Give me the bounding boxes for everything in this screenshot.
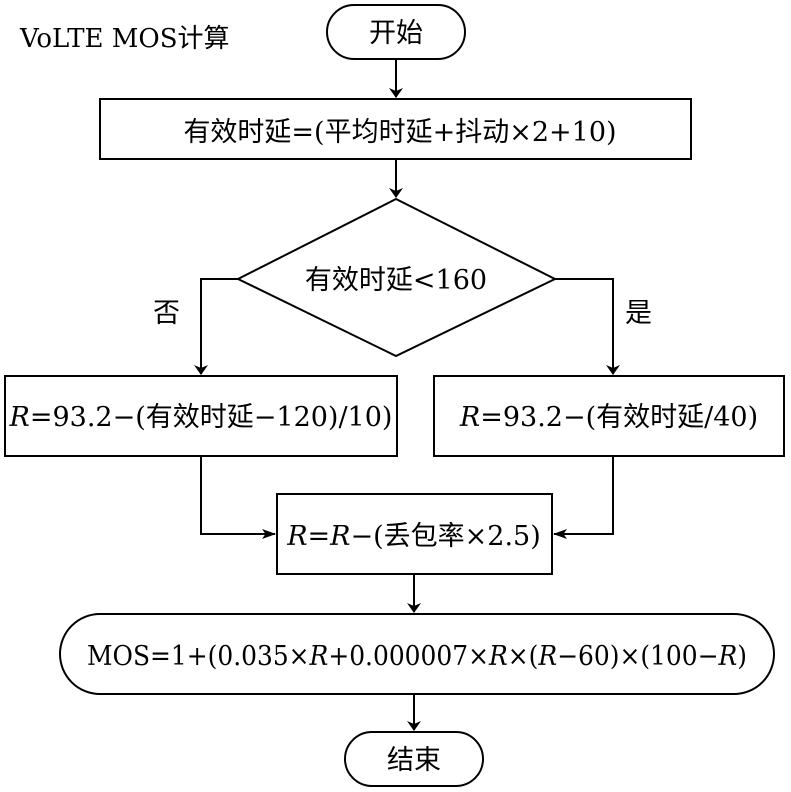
r-no-box: R=93.2−(有效时延−120)/10): [4, 375, 398, 457]
r-loss-box: R=R−(丢包率×2.5): [276, 493, 553, 575]
end-node: 结束: [344, 731, 484, 787]
mos-part-1: MOS=1+(0.035×: [87, 641, 310, 672]
r-loss-formula: R=R−(丢包率×2.5): [286, 521, 541, 552]
mos-node: MOS=1+(0.035×R+0.000007×R×(R−60)×(100−R): [59, 613, 775, 695]
branch-no-label: 否: [153, 298, 180, 329]
decision-node: 有效时延<160: [235, 197, 558, 358]
start-node: 开始: [326, 4, 466, 60]
effective-delay-label: 有效时延=(平均时延+抖动×2+10): [183, 117, 616, 148]
r-loss-var1: R: [286, 521, 307, 552]
branch-yes-label: 是: [625, 298, 652, 329]
r-loss-rest: −(丢包率×2.5): [351, 521, 541, 552]
effective-delay-box: 有效时延=(平均时延+抖动×2+10): [99, 98, 692, 160]
mos-part-5: ): [737, 641, 747, 672]
diagram-caption: VoLTE MOS计算: [20, 24, 230, 54]
r-yes-formula: R=93.2−(有效时延/40): [459, 402, 758, 433]
decision-label: 有效时延<160: [305, 265, 487, 296]
r-loss-eq: =: [308, 521, 331, 552]
arrow-no-branch: [194, 278, 238, 375]
end-label: 结束: [387, 745, 441, 776]
r-yes-rest: =93.2−(有效时延/40): [480, 402, 758, 433]
arrow-yes-to-loss: [553, 456, 614, 539]
arrow-no-to-loss: [200, 456, 276, 539]
mos-part-3: ×(: [508, 641, 539, 672]
r-no-var: R: [9, 402, 30, 433]
arrow-yes-branch: [555, 278, 620, 375]
mos-part-2: +0.000007×: [328, 641, 489, 672]
r-no-formula: R=93.2−(有效时延−120)/10): [9, 402, 393, 433]
mos-formula: MOS=1+(0.035×R+0.000007×R×(R−60)×(100−R): [87, 641, 747, 672]
r-no-rest: =93.2−(有效时延−120)/10): [30, 402, 393, 433]
mos-var-1: R: [309, 641, 329, 672]
mos-part-4: −60)×(100−: [557, 641, 718, 672]
mos-var-3: R: [537, 641, 557, 672]
mos-var-4: R: [718, 641, 738, 672]
r-yes-var: R: [459, 402, 480, 433]
r-yes-box: R=93.2−(有效时延/40): [433, 375, 785, 457]
start-label: 开始: [369, 18, 423, 49]
mos-var-2: R: [488, 641, 508, 672]
r-loss-var2: R: [329, 521, 350, 552]
